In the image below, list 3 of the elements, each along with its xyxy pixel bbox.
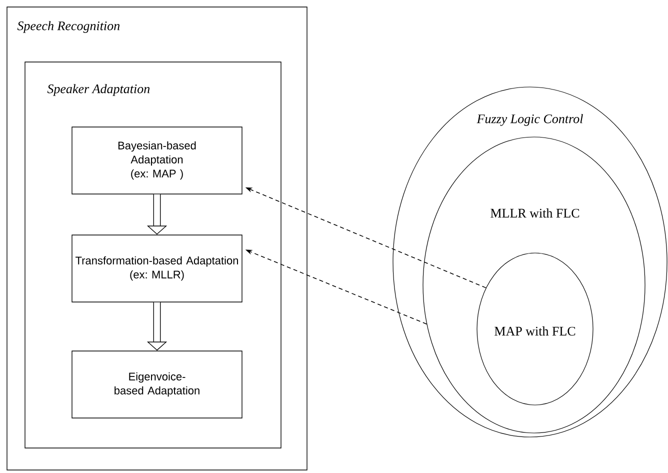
process-box: Bayesian-based Adaptation (ex: MAP ) (72, 126, 242, 194)
process-box: Transformation-based Adaptation (ex: MLLR) (72, 234, 242, 302)
process-box: Eigenvoice-based Adaptation (72, 350, 242, 418)
